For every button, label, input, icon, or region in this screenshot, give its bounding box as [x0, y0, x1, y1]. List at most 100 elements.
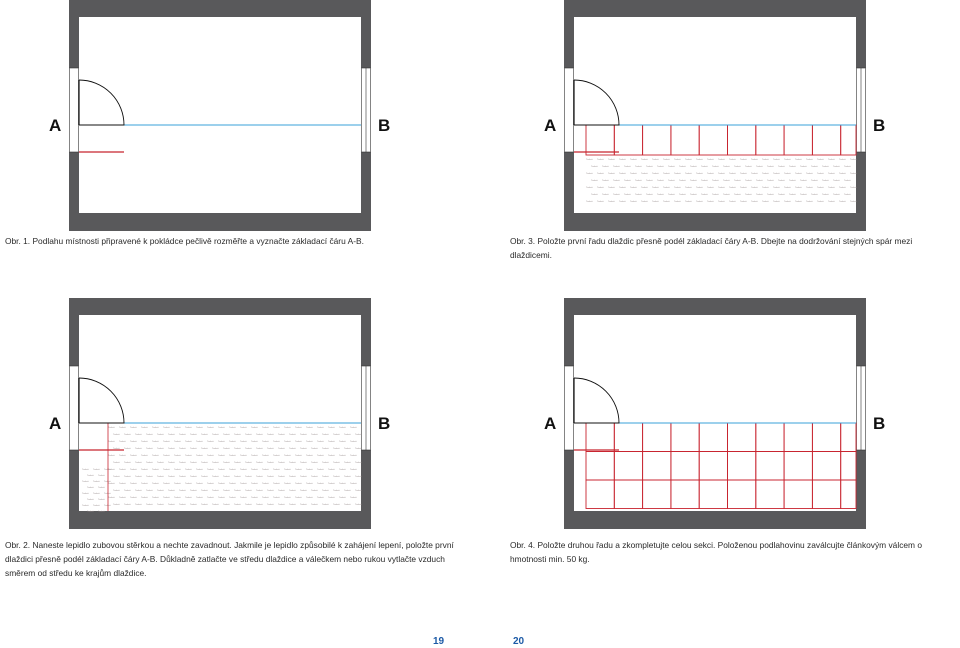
adhesive-pattern-text: Tarkett [229, 496, 236, 499]
tile [642, 124, 672, 156]
adhesive-pattern-text: Tarkett [350, 468, 357, 471]
adhesive-pattern-text: Tarkett [223, 489, 230, 492]
label-b: B [378, 414, 390, 433]
adhesive-pattern-text: Tarkett [850, 200, 857, 203]
adhesive-pattern-text: Tarkett [795, 158, 802, 161]
adhesive-pattern-text: Tarkett [251, 440, 258, 443]
adhesive-pattern-text: Tarkett [146, 433, 153, 436]
adhesive-pattern-text: Tarkett [245, 461, 252, 464]
adhesive-pattern-text: Tarkett [119, 482, 126, 485]
tile [585, 124, 615, 156]
adhesive-pattern-text: Tarkett [163, 426, 170, 429]
adhesive-pattern-text: Tarkett [311, 489, 318, 492]
adhesive-pattern-text: Tarkett [668, 193, 675, 196]
adhesive-pattern-text: Tarkett [223, 503, 230, 506]
adhesive-pattern-text: Tarkett [179, 475, 186, 478]
adhesive-pattern-text: Tarkett [811, 165, 818, 168]
adhesive-pattern-text: Tarkett [212, 489, 219, 492]
tile [811, 451, 842, 481]
adhesive-pattern-text: Tarkett [328, 482, 335, 485]
adhesive-pattern-text: Tarkett [262, 440, 269, 443]
door-swing-arc [573, 377, 620, 424]
adhesive-pattern-text: Tarkett [734, 193, 741, 196]
adhesive-pattern-text: Tarkett [273, 454, 280, 457]
tile [783, 451, 813, 481]
adhesive-pattern-text: Tarkett [800, 165, 807, 168]
adhesive-pattern-text: Tarkett [93, 468, 100, 471]
adhesive-pattern-text: Tarkett [745, 179, 752, 182]
adhesive-pattern-text: Tarkett [762, 158, 769, 161]
adhesive-pattern-text: Tarkett [229, 426, 236, 429]
adhesive-pattern-text: Tarkett [641, 172, 648, 175]
adhesive-pattern-text: Tarkett [597, 172, 604, 175]
adhesive-pattern-text: Tarkett [652, 186, 659, 189]
adhesive-pattern-text: Tarkett [756, 193, 763, 196]
adhesive-pattern-text: Tarkett [339, 426, 346, 429]
adhesive-pattern-text: Tarkett [87, 498, 94, 501]
adhesive-pattern-text: Tarkett [300, 447, 307, 450]
adhesive-pattern-text: Tarkett [174, 482, 181, 485]
adhesive-pattern-text: Tarkett [93, 480, 100, 483]
adhesive-pattern-text: Tarkett [295, 426, 302, 429]
adhesive-pattern-text: Tarkett [718, 172, 725, 175]
adhesive-pattern-text: Tarkett [256, 447, 263, 450]
adhesive-pattern-text: Tarkett [696, 158, 703, 161]
adhesive-pattern-text: Tarkett [212, 447, 219, 450]
adhesive-pattern-text: Tarkett [350, 440, 357, 443]
label-a: A [544, 414, 556, 433]
adhesive-pattern-text: Tarkett [119, 454, 126, 457]
adhesive-pattern-text: Tarkett [262, 482, 269, 485]
adhesive-pattern-text: Tarkett [201, 489, 208, 492]
adhesive-pattern-text: Tarkett [130, 496, 137, 499]
tile [840, 479, 857, 509]
left-door-frame [69, 365, 79, 451]
adhesive-pattern-text: Tarkett [174, 496, 181, 499]
adhesive-pattern-text: Tarkett [311, 433, 318, 436]
tile [811, 479, 842, 509]
adhesive-pattern-text: Tarkett [190, 433, 197, 436]
tile [840, 451, 857, 481]
adhesive-pattern-text: Tarkett [773, 158, 780, 161]
left-wall [564, 298, 574, 366]
adhesive-pattern-text: Tarkett [104, 504, 111, 507]
adhesive-pattern-text: Tarkett [718, 200, 725, 203]
adhesive-pattern-text: Tarkett [630, 186, 637, 189]
adhesive-pattern-text: Tarkett [124, 433, 131, 436]
adhesive-pattern-text: Tarkett [344, 489, 351, 492]
adhesive-pattern-text: Tarkett [273, 468, 280, 471]
adhesive-pattern-text: Tarkett [234, 503, 241, 506]
top-wall [69, 298, 371, 315]
adhesive-pattern-text: Tarkett [729, 158, 736, 161]
adhesive-pattern-text: Tarkett [108, 454, 115, 457]
adhesive-pattern-text: Tarkett [355, 447, 362, 450]
adhesive-pattern-text: Tarkett [663, 172, 670, 175]
tile [840, 124, 857, 156]
adhesive-pattern-text: Tarkett [663, 200, 670, 203]
tile [642, 451, 672, 481]
bottom-wall [564, 213, 866, 231]
adhesive-pattern-text: Tarkett [630, 172, 637, 175]
adhesive-pattern-text: Tarkett [251, 482, 258, 485]
adhesive-pattern-text: Tarkett [113, 447, 120, 450]
adhesive-pattern-text: Tarkett [267, 433, 274, 436]
adhesive-pattern-text: Tarkett [652, 200, 659, 203]
adhesive-pattern-text: Tarkett [201, 503, 208, 506]
adhesive-pattern-text: Tarkett [701, 179, 708, 182]
adhesive-pattern-text: Tarkett [762, 172, 769, 175]
adhesive-pattern-text: Tarkett [251, 426, 258, 429]
adhesive-pattern-text: Tarkett [751, 158, 758, 161]
adhesive-pattern-text: Tarkett [174, 468, 181, 471]
adhesive-pattern-text: Tarkett [163, 440, 170, 443]
adhesive-pattern-text: Tarkett [652, 172, 659, 175]
adhesive-pattern-text: Tarkett [262, 454, 269, 457]
adhesive-pattern-text: Tarkett [806, 200, 813, 203]
adhesive-pattern-text: Tarkett [344, 475, 351, 478]
adhesive-pattern-text: Tarkett [130, 454, 137, 457]
adhesive-pattern-text: Tarkett [201, 461, 208, 464]
tile [698, 479, 728, 509]
adhesive-pattern-text: Tarkett [87, 474, 94, 477]
adhesive-pattern-text: Tarkett [619, 172, 626, 175]
adhesive-pattern-text: Tarkett [355, 503, 362, 506]
right-wall [856, 0, 866, 68]
